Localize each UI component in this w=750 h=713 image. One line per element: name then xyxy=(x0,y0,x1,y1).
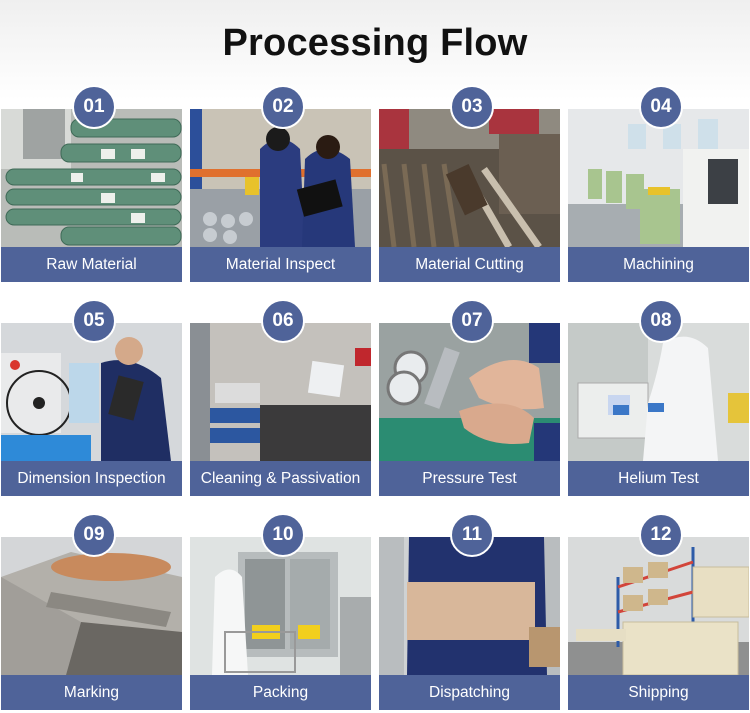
step-number-badge: 05 xyxy=(72,299,116,343)
step-label: Dimension Inspection xyxy=(1,461,182,496)
step-number-badge: 10 xyxy=(261,513,305,557)
step-label: Shipping xyxy=(568,675,749,710)
step-label: Dispatching xyxy=(379,675,560,710)
step-number-badge: 07 xyxy=(450,299,494,343)
machining-photo xyxy=(568,109,749,247)
step-card-03: 03 Material Cutting xyxy=(379,85,560,282)
step-label: Cleaning & Passivation xyxy=(190,461,371,496)
dimension-inspection-photo xyxy=(1,323,182,461)
step-label: Pressure Test xyxy=(379,461,560,496)
material-cutting-photo xyxy=(379,109,560,247)
material-inspect-photo xyxy=(190,109,371,247)
step-label: Packing xyxy=(190,675,371,710)
step-number-badge: 09 xyxy=(72,513,116,557)
step-card-06: 06 Cleaning & Passivation xyxy=(190,299,371,496)
step-label: Marking xyxy=(1,675,182,710)
step-card-09: 09 Marking xyxy=(1,513,182,710)
step-card-04: 04 Machining xyxy=(568,85,749,282)
step-number-badge: 08 xyxy=(639,299,683,343)
packing-photo xyxy=(190,537,371,675)
step-number-badge: 02 xyxy=(261,85,305,129)
step-card-12: 12 Shipping xyxy=(568,513,749,710)
step-label: Machining xyxy=(568,247,749,282)
step-label: Helium Test xyxy=(568,461,749,496)
step-card-05: 05 Dimension Inspection xyxy=(1,299,182,496)
raw-material-photo xyxy=(1,109,182,247)
helium-test-photo xyxy=(568,323,749,461)
step-card-08: 08 Helium Test xyxy=(568,299,749,496)
step-number-badge: 04 xyxy=(639,85,683,129)
shipping-photo xyxy=(568,537,749,675)
step-number-badge: 03 xyxy=(450,85,494,129)
header-band xyxy=(0,0,750,100)
step-card-01: 01 Raw Material xyxy=(1,85,182,282)
step-card-07: 07 Pressure Test xyxy=(379,299,560,496)
page-title: Processing Flow xyxy=(222,22,528,64)
step-label: Raw Material xyxy=(1,247,182,282)
step-number-badge: 11 xyxy=(450,513,494,557)
step-label: Material Inspect xyxy=(190,247,371,282)
pressure-test-photo xyxy=(379,323,560,461)
step-card-11: 11 Dispatching xyxy=(379,513,560,710)
marking-photo xyxy=(1,537,182,675)
step-number-badge: 06 xyxy=(261,299,305,343)
step-card-10: 10 Packing xyxy=(190,513,371,710)
cleaning-passivation-photo xyxy=(190,323,371,461)
step-number-badge: 01 xyxy=(72,85,116,129)
step-label: Material Cutting xyxy=(379,247,560,282)
step-card-02: 02 Material Inspect xyxy=(190,85,371,282)
step-number-badge: 12 xyxy=(639,513,683,557)
dispatching-photo xyxy=(379,537,560,675)
